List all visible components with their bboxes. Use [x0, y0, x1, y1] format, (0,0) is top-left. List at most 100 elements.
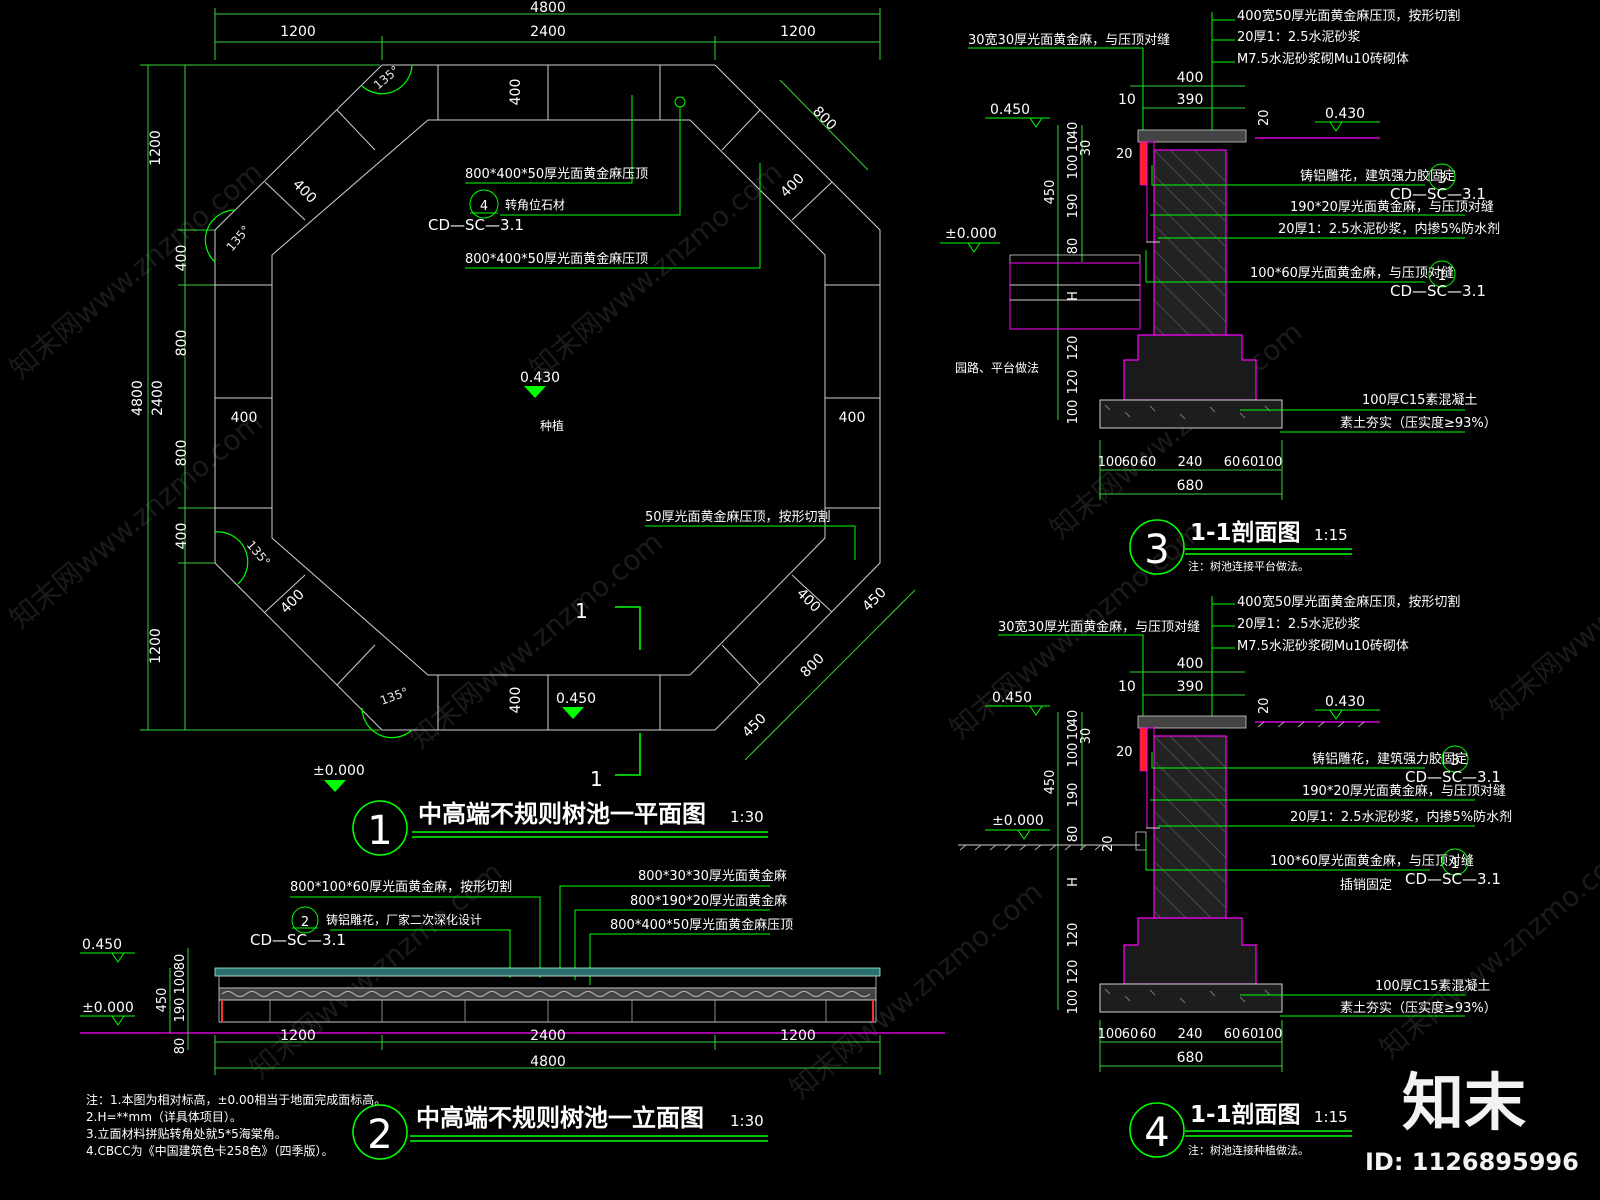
level-label: 0.450	[82, 937, 122, 953]
elevation-dim-left: 80 100 190 450 80	[155, 948, 189, 1054]
dim-seg: 1200	[780, 24, 816, 40]
level-label: 0.450	[556, 691, 596, 707]
watermark-text: 知末网www.znzmo.com	[3, 155, 268, 385]
dim-v: 40	[1066, 710, 1081, 727]
dim-total: 680	[1177, 1050, 1204, 1066]
dim-width: 400	[508, 687, 524, 714]
sec4-dims-top: 400 390 10 0.450 0.430 20	[985, 656, 1380, 720]
watermark-text: 知末网www.znzmo.com	[403, 525, 668, 755]
planting-label: 种植	[540, 418, 564, 433]
dim-v: 120	[1066, 336, 1081, 361]
dim: 60	[1242, 455, 1259, 470]
callout-text: 20厚1：2.5水泥砂浆，内掺5%防水剂	[1290, 809, 1512, 825]
angle-label: 135°	[378, 685, 410, 708]
dim: 20	[1257, 697, 1272, 714]
dim-seg: 1200	[280, 24, 316, 40]
dim-diag: 800	[798, 651, 828, 681]
dim-diag: 450	[860, 585, 890, 615]
dim-diag: 800	[809, 104, 839, 134]
dim: 100	[1258, 1027, 1283, 1042]
section-mark: 1	[575, 599, 588, 623]
dim-v: 100	[1066, 400, 1081, 425]
dim: 60	[1122, 1027, 1139, 1042]
dim-v: H	[1066, 291, 1081, 301]
dim-v: 100	[1066, 743, 1081, 768]
dim: 100	[1098, 455, 1123, 470]
section-4-view: 400宽50厚光面黄金麻压顶，按形切割 20厚1：2.5水泥砂浆 M7.5水泥砂…	[958, 594, 1512, 1158]
level-label: ±0.000	[992, 813, 1044, 829]
elevation-wall	[214, 967, 881, 1023]
drawing-title: 中高端不规则树池一平面图	[418, 800, 706, 828]
angle-label: 135°	[371, 63, 402, 92]
dim-v: 30	[1079, 140, 1094, 157]
dim: 240	[1178, 1027, 1203, 1042]
callout-text: 20厚1：2.5水泥砂浆	[1237, 617, 1361, 632]
dim-v: 400	[174, 245, 190, 272]
dim-width: 400	[793, 586, 823, 616]
callout-text: 190*20厚光面黄金麻，与压顶对缝	[1302, 783, 1506, 799]
plan-title: 1 中高端不规则树池一平面图 1:30	[352, 800, 768, 856]
logo-text: 知末	[1402, 1066, 1526, 1139]
level-label: 0.430	[1325, 106, 1365, 122]
callout-text: 100*60厚光面黄金麻，与压顶对缝	[1250, 265, 1454, 281]
dim-v: 4800	[130, 380, 146, 416]
callout-text: 100厚C15素混凝土	[1362, 392, 1477, 408]
note-line: 4.CBCC为《中国建筑色卡258色》（四季版）。	[86, 1143, 334, 1158]
dim: 100	[1258, 455, 1283, 470]
dim-width: 400	[289, 177, 319, 207]
drawing-note: 注：树池连接种植做法。	[1188, 1143, 1309, 1157]
level-label: ±0.000	[945, 226, 997, 242]
dim: 10	[1118, 92, 1136, 108]
level-label: ±0.000	[82, 1000, 134, 1016]
callout-text: M7.5水泥砂浆砌Mu10砖砌体	[1237, 639, 1409, 654]
level-label: 0.450	[990, 102, 1030, 118]
callout-text: 插销固定	[1340, 878, 1392, 893]
detail-ref: CD—SC—3.1	[250, 931, 346, 949]
plan-dim-left: 1200 4800 1200 400 800 2400 800 400	[130, 64, 380, 731]
dim: 60	[1122, 455, 1139, 470]
section-mark: 1	[590, 767, 603, 791]
note-line: 2.H=**mm（详具体项目）。	[86, 1109, 242, 1124]
dim-total: 4800	[530, 1054, 566, 1070]
dim-v: H	[1066, 877, 1081, 887]
sec4-dim-bottom: 100 60 60 240 60 60 100 680	[1098, 1020, 1283, 1072]
dim-v: 450	[1043, 770, 1058, 795]
callout-text: 100*60厚光面黄金麻，与压顶对缝	[1270, 853, 1474, 869]
note-line: 注：1.本图为相对标高，±0.00相当于地面完成面标高。	[86, 1092, 386, 1107]
callout-text: 400宽50厚光面黄金麻压顶，按形切割	[1237, 594, 1460, 610]
sec4-callouts-top: 400宽50厚光面黄金麻压顶，按形切割 20厚1：2.5水泥砂浆 M7.5水泥砂…	[998, 594, 1460, 720]
elevation-levels: 0.450 ±0.000	[80, 937, 945, 1034]
dim-v: 100	[1066, 990, 1081, 1015]
callout-text: 800*400*50厚光面黄金麻压顶	[465, 251, 648, 267]
dim-v: 800	[174, 440, 190, 467]
callout-text: 30宽30厚光面黄金麻，与压顶对缝	[968, 32, 1170, 48]
title-number: 1	[367, 808, 392, 854]
callout-text: 铸铝雕花，厂家二次深化设计	[326, 912, 482, 927]
dim-v: 120	[1066, 923, 1081, 948]
title-number: 3	[1144, 527, 1169, 573]
dim-v: 120	[1066, 370, 1081, 395]
detail-number: 3	[1451, 753, 1460, 769]
angle-label: 135°	[224, 223, 253, 254]
dim-v: 10	[1066, 724, 1081, 741]
title-number: 2	[367, 1112, 392, 1158]
callout-text: 20厚1：2.5水泥砂浆	[1237, 30, 1361, 45]
dim-v: 120	[1066, 960, 1081, 985]
callout-text: 400宽50厚光面黄金麻压顶，按形切割	[1237, 8, 1460, 24]
sec3-callouts-right: 铸铝雕花，建筑强力胶固定 3 CD—SC—3.1 190*20厚光面黄金麻，与压…	[1145, 163, 1500, 433]
callout-text: 30宽30厚光面黄金麻，与压顶对缝	[998, 619, 1200, 635]
dim-width: 400	[508, 79, 524, 106]
callout-text: 800*400*50厚光面黄金麻压顶	[610, 917, 793, 933]
dim-v: 800	[174, 330, 190, 357]
callout-text: 800*100*60厚光面黄金麻，按形切割	[290, 879, 512, 895]
dim: 20	[1101, 835, 1116, 852]
section-cut-marks: 1 1	[575, 599, 641, 791]
dim-diag: 450	[740, 711, 770, 741]
dim-v: 450	[155, 988, 170, 1013]
callout-text: 20厚1：2.5水泥砂浆，内掺5%防水剂	[1278, 221, 1500, 237]
dim: 400	[1177, 656, 1204, 672]
sec3-dims-top: 400 390 10 0.450 0.430 20	[985, 70, 1380, 132]
sec4-callouts-right: 铸铝雕花，建筑强力胶固定 3 CD—SC—3.1 190*20厚光面黄金麻，与压…	[1145, 745, 1512, 1017]
elevation-callouts: 800*100*60厚光面黄金麻，按形切割 2 铸铝雕花，厂家二次深化设计 CD…	[250, 868, 793, 985]
dim: 20	[1257, 109, 1272, 126]
